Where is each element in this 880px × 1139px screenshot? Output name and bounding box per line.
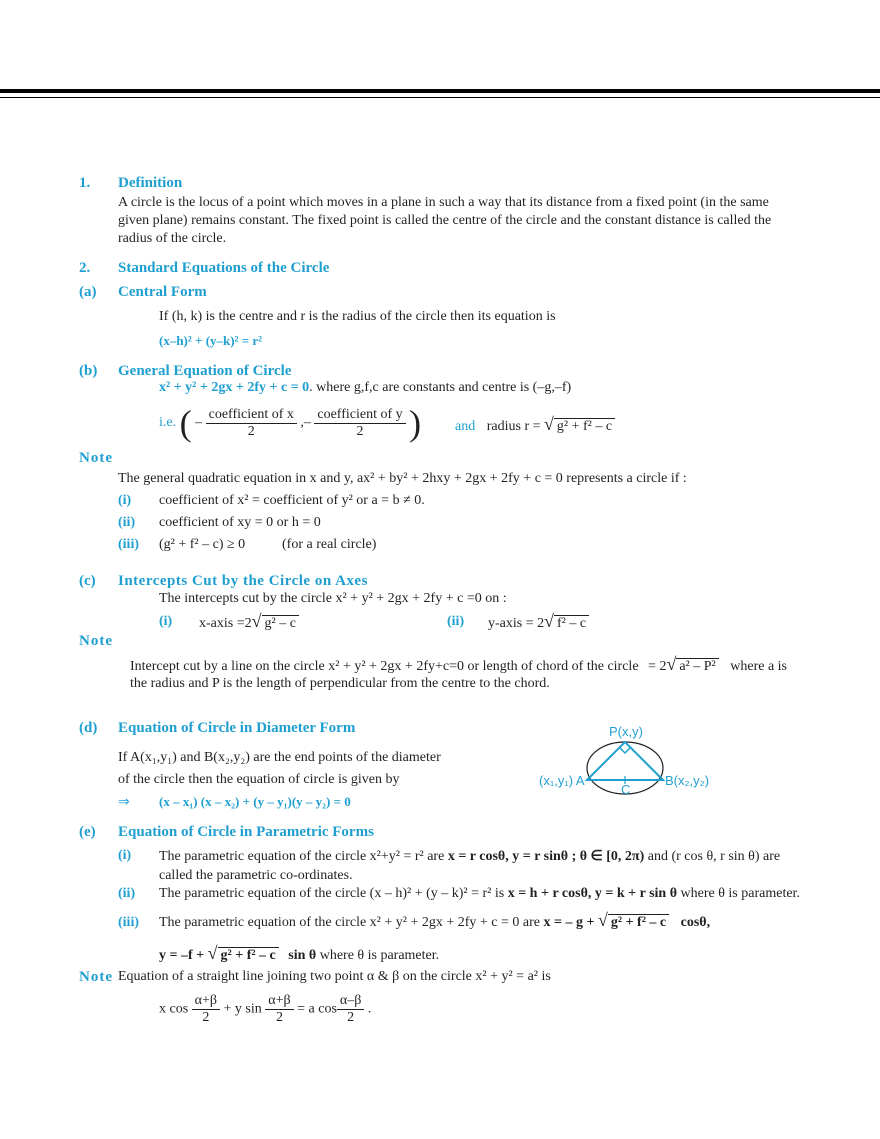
point-a-label: (x₁,y₁) A [539,773,585,788]
note1-item-text: coefficient of x² = coefficient of y² or… [159,493,425,508]
section-number: 2. [79,260,91,276]
ie-label: i.e. [159,415,177,430]
subsection-title-parametric: Equation of Circle in Parametric Forms [118,824,374,840]
subsection-title-general-equation: General Equation of Circle [118,363,292,379]
right-paren: ) [409,403,422,443]
parametric-iii-line2: y = –f + √g² + f² – c sin θ where θ is p… [159,943,440,963]
general-equation: x² + y² + 2gx + 2fy + c = 0 [159,380,310,395]
diameter-text-line2: of the circle then the equation of circl… [118,772,400,787]
section-title-standard-equations: Standard Equations of the Circle [118,260,330,276]
item-number: (ii) [118,515,136,530]
point-p-label: P(x,y) [609,724,643,739]
note1-text: The general quadratic equation in x and … [118,471,687,486]
item-number: (iii) [118,537,139,552]
note-label: Note [79,450,113,466]
definition-text: A circle is the locus of a point which m… [118,195,772,246]
parametric-iii-line1: The parametric equation of the circle x²… [159,910,711,930]
comma-minus: ,– [300,415,311,430]
intercepts-text: The intercepts cut by the circle x² + y²… [159,591,507,606]
subsection-label: (c) [79,573,96,589]
note3-text: Equation of a straight line joining two … [118,969,551,984]
central-form-text: If (h, k) is the centre and r is the rad… [159,309,556,324]
item-number: (i) [118,848,132,863]
radius-root: g² + f² – c [553,418,616,435]
note2-line2: the radius and P is the length of perpen… [130,676,550,691]
diameter-diagram [584,740,666,795]
general-equation-line: x² + y² + 2gx + 2fy + c = 0. where g,f,c… [159,380,571,396]
radius-label: radius [486,419,521,434]
diameter-text-line1: If A(x₁,y₁) and B(x₂,y₂) are the end poi… [118,750,441,765]
item-number: (i) [159,614,173,629]
header-rule-thin [0,97,880,98]
note2-line1: Intercept cut by a line on the circle x²… [130,654,788,674]
item-number: (i) [118,493,132,508]
and-label: and [455,419,476,434]
subsection-label: (a) [79,284,97,300]
central-form-equation: (x–h)² + (y–k)² = r² [159,333,263,348]
subsection-title-intercepts: Intercepts Cut by the Circle on Axes [118,573,368,589]
subsection-label: (e) [79,824,96,840]
item-number: (ii) [447,614,465,629]
y-axis-intercept: y-axis = 2√f² – c [488,611,590,632]
point-c-label: C [621,782,631,797]
section-number: 1. [79,175,91,191]
note-label: Note [79,633,113,649]
subsection-title-central-form: Central Form [118,284,207,300]
implies-arrow: ⇒ [118,795,130,810]
parametric-i-line2: called the parametric co-ordinates. [159,868,353,883]
note1-item-text: (g² + f² – c) ≥ 0 [159,537,246,552]
note1-item-aside: (for a real circle) [282,537,377,552]
parametric-ii-line: The parametric equation of the circle (x… [159,886,800,901]
subsection-title-diameter-form: Equation of Circle in Diameter Form [118,720,356,736]
header-rule-thick [0,89,880,93]
general-equation-text: . where g,f,c are constants and centre i… [309,380,572,395]
radius-formula: and radius r = √g² + f² – c [455,414,616,435]
left-paren: ( [179,403,192,443]
x-axis-intercept: x-axis =2√g² – c [199,611,299,632]
section-title-definition: Definition [118,175,183,191]
radius-eq: r = [524,419,541,434]
point-b-label: B(x₂,y₂) [665,773,710,788]
note-label: Note [79,969,113,985]
triangle-shape [584,740,666,781]
diameter-equation: (x – x₁) (x – x₂) + (y – y₁)(y – y₂) = 0 [159,794,351,809]
parametric-i-line1: The parametric equation of the circle x²… [159,849,781,864]
subsection-label: (b) [79,363,98,379]
note1-item-text: coefficient of xy = 0 or h = 0 [159,515,321,530]
item-number: (ii) [118,886,136,901]
item-number: (iii) [118,915,139,930]
right-angle-marker [619,747,631,755]
sqrt-sign: √ [544,414,554,434]
minus-sign: – [195,415,203,430]
subsection-label: (d) [79,720,98,736]
